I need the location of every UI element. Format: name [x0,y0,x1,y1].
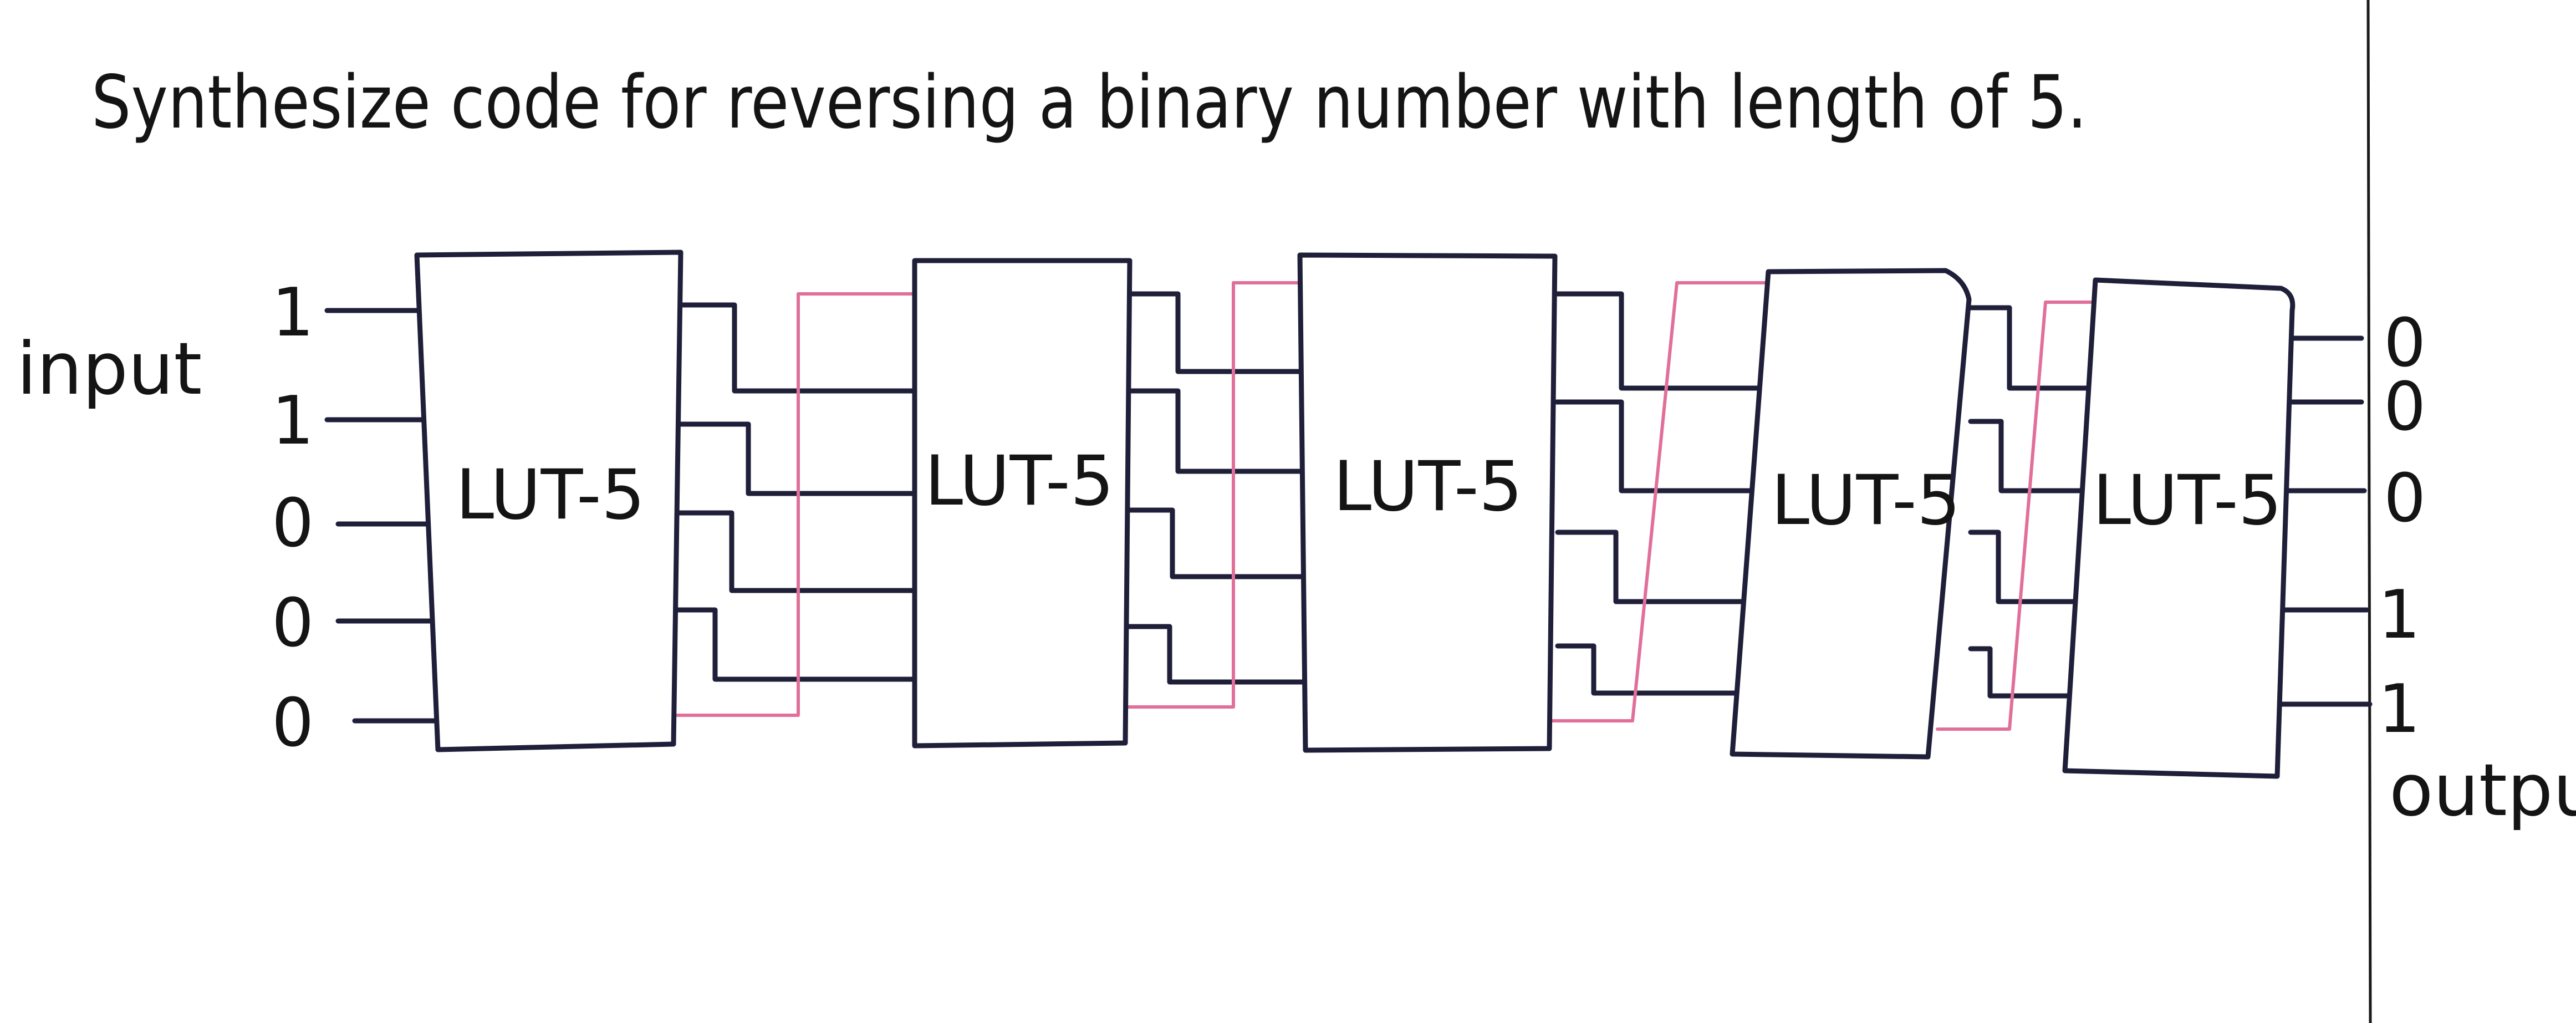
wire [674,510,917,593]
output-label: output [2389,748,2576,832]
lut-block: LUT-5 [1297,252,1558,753]
output-wires [2276,335,2373,707]
output-bit: 0 [2384,369,2426,446]
lut-box [414,250,683,752]
input-wires [324,308,438,724]
wire [1968,305,2095,391]
output-bit: 0 [2384,460,2426,537]
wiring-stage-3 [1550,281,1774,722]
output-bit: 0 [2384,305,2426,382]
lut-box [2062,277,2296,779]
wire [1968,419,2095,493]
wire [1127,291,1308,374]
feedback-wire [676,292,916,717]
wiring-stage-2 [1123,281,1308,709]
wire [1555,643,1774,696]
wire [1968,646,2095,699]
input-bits: 1 1 0 0 0 [272,274,314,762]
wire [1123,624,1308,685]
wire [1125,507,1308,579]
paper-edge [2366,0,2372,1023]
input-bit: 1 [272,383,314,460]
lut-label: LUT-5 [1771,461,1961,541]
wire [676,302,917,394]
wire [1968,530,2095,604]
feedback-wire [1550,281,1773,722]
lut-block: LUT-5 [414,250,683,752]
wire [1555,530,1774,604]
lut-label: LUT-5 [925,441,1114,521]
input-bit: 0 [272,585,314,662]
lut-label: LUT-5 [456,455,645,535]
output-bit: 1 [2378,577,2420,654]
input-label: input [17,327,202,411]
diagram-title: Synthesize code for reversing a binary n… [91,60,2087,145]
output-bit: 1 [2378,671,2420,748]
lut-box [1297,252,1558,753]
wiring-stage-1 [671,292,917,717]
lut-block: LUT-5 [2062,277,2296,779]
wire [671,607,917,682]
wire [1127,388,1308,474]
input-bit: 0 [272,685,314,762]
lut-box [912,258,1133,749]
lut-label: LUT-5 [2093,461,2282,541]
output-bits: 0 0 0 1 1 [2378,305,2426,748]
wiring-stage-4 [1936,301,2095,731]
input-bit: 1 [272,274,314,352]
wire [1552,291,1774,391]
feedback-wire [1124,281,1307,709]
feedback-wire [1936,301,2094,731]
lut-block: LUT-5 [912,258,1133,749]
wire [1554,399,1774,493]
wire [676,421,917,496]
lut-block: LUT-5 [1730,268,1972,760]
lut-box [1730,268,1972,760]
lut-label: LUT-5 [1333,447,1523,527]
input-bit: 0 [272,485,314,562]
